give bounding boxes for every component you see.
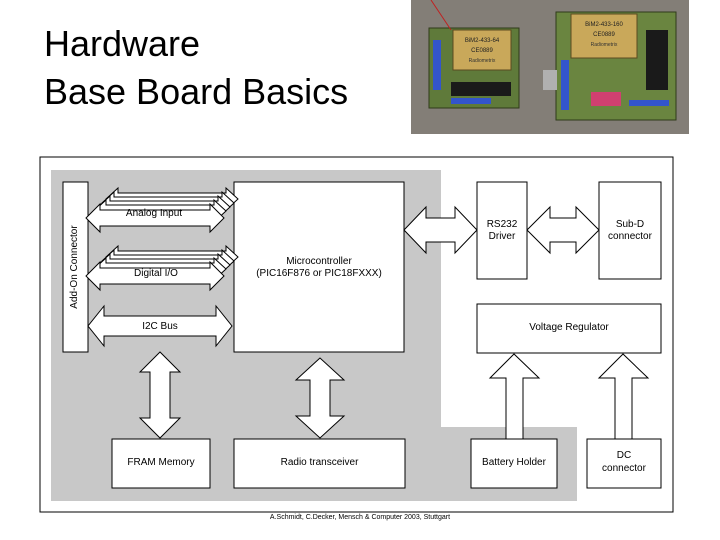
- rs232-driver-box: [476, 181, 528, 280]
- slide-credit: A.Schmidt, C.Decker, Mensch & Computer 2…: [269, 514, 451, 521]
- radio-transceiver-label: Radio transceiver: [280, 457, 359, 468]
- mcu-radio-arrow: [294, 357, 346, 439]
- rs232-label: RS232: [486, 219, 518, 230]
- add-on-connector-label: Add-On Connector: [69, 225, 80, 309]
- subd-connector-box: [598, 181, 662, 280]
- voltage-regulator-label: Voltage Regulator: [529, 322, 609, 333]
- slide-title-line-1: Hardware: [44, 23, 201, 64]
- fram-memory-box: [111, 438, 211, 489]
- left-module-ce: CE0889: [471, 48, 493, 54]
- right-module-brand: Radiometrix: [591, 42, 618, 48]
- analog-input-bus-arrows: [85, 186, 239, 234]
- dc-connector-label: connector: [602, 463, 646, 474]
- dc-connector-box: [586, 438, 662, 489]
- hardware-photo: BiM2-433-64 CE0889 Radiometrix BiM2-433-…: [411, 0, 689, 134]
- left-module-brand: Radiometrix: [469, 58, 496, 64]
- i2c-bus-arrow: [87, 304, 233, 348]
- i2c-bus-label: I2C Bus: [142, 321, 178, 332]
- battery-holder-box: [470, 438, 558, 489]
- right-board-image: BiM2-433-160 CE0889 Radiometrix: [543, 11, 677, 121]
- add-on-connector-box: [62, 181, 89, 353]
- mcu-rs232-arrow: [403, 205, 478, 255]
- battery-holder-label: Battery Holder: [482, 457, 546, 468]
- voltage-regulator-box: [476, 303, 662, 354]
- digital-io-bus-arrows: [85, 244, 239, 292]
- fram-memory-label: FRAM Memory: [127, 457, 195, 468]
- subd-connector-label: connector: [608, 231, 652, 242]
- i2c-fram-arrow: [138, 351, 182, 439]
- right-module-ce: CE0889: [593, 32, 615, 38]
- microcontroller-box: [233, 181, 405, 353]
- rs232-driver-label: Driver: [488, 231, 516, 242]
- left-module-label: BiM2-433-64: [465, 38, 500, 44]
- dc-label: DC: [616, 450, 632, 461]
- subd-label: Sub-D: [615, 219, 645, 230]
- analog-input-label: Analog Input: [125, 208, 183, 219]
- left-board-image: BiM2-433-64 CE0889 Radiometrix: [428, 27, 520, 109]
- digital-io-label: Digital I/O: [134, 268, 178, 279]
- radio-transceiver-box: [233, 438, 406, 489]
- slide-title-line-2: Base Board Basics: [44, 71, 349, 112]
- microcontroller-label: Microcontroller: [286, 256, 352, 267]
- right-module-label: BiM2-433-160: [585, 22, 623, 28]
- microcontroller-model-label: (PIC16F876 or PIC18FXXX): [256, 268, 382, 279]
- rs232-subd-arrow: [526, 205, 600, 255]
